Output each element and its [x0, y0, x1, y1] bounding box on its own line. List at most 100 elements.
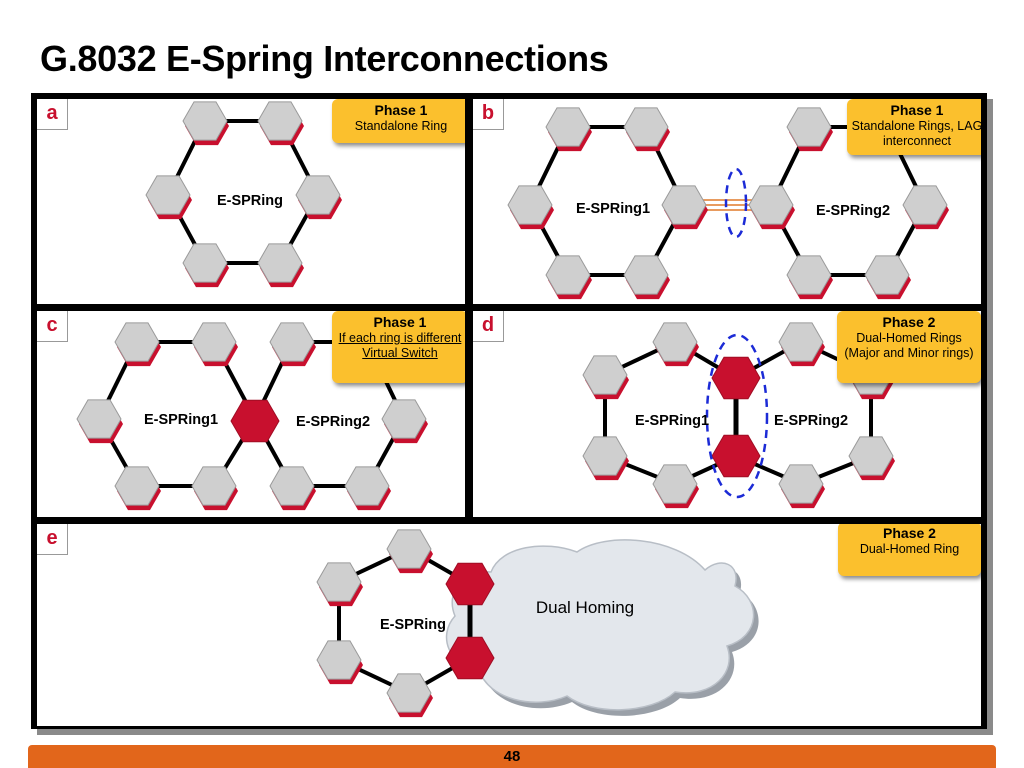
- switch-node: [386, 529, 433, 574]
- phase-callout-e: Phase 2 Dual-Homed Ring: [838, 524, 981, 576]
- phase-label: Phase 1: [374, 102, 428, 118]
- interconnect-highlight: [705, 333, 769, 499]
- phase-label: Phase 1: [373, 314, 427, 330]
- panel-a-diagram: E-SPRing: [145, 101, 342, 288]
- panel-a: E-SPRing a Phase 1 Standalone Ring: [37, 99, 465, 304]
- switch-node: [582, 436, 629, 481]
- phase-description: Standalone Ring: [354, 119, 448, 133]
- node-face: [623, 255, 669, 295]
- panel-letter-c: c: [37, 311, 68, 342]
- switch-node: [76, 399, 123, 444]
- panel-letter-a: a: [37, 99, 68, 130]
- switch-node: [344, 466, 391, 511]
- switch-node: [582, 355, 629, 400]
- phase-label: Phase 2: [883, 525, 936, 541]
- switch-node: [269, 322, 316, 367]
- ring-label: E-SPRing: [217, 193, 283, 209]
- phase-label: Phase 1: [890, 102, 944, 118]
- phase-callout-a: Phase 1 Standalone Ring: [332, 99, 465, 143]
- node-face: [848, 436, 894, 476]
- node-face: [902, 185, 948, 225]
- node-face: [661, 185, 707, 225]
- panel-letter-d: d: [473, 311, 504, 342]
- switch-node: [778, 322, 825, 367]
- panel-c: E-SPRing1 E-SPRing2 c Phase 1 If each rin…: [37, 311, 465, 517]
- node-face: [145, 175, 191, 215]
- switch-node: [652, 322, 699, 367]
- shared-node: [711, 434, 761, 478]
- node-face: [623, 107, 669, 147]
- shared-node: [711, 356, 761, 400]
- node-face: [748, 185, 794, 225]
- dual-homing-cloud: [445, 539, 755, 711]
- panel-letter-b: b: [473, 99, 504, 130]
- ring-label: E-SPRing: [380, 617, 446, 633]
- switch-node: [864, 255, 911, 300]
- phase-description: Dual-Homed Ring: [859, 542, 960, 556]
- switch-node: [191, 322, 238, 367]
- node-face: [778, 464, 824, 504]
- shared-node: [230, 399, 280, 443]
- phase-label: Phase 2: [882, 314, 936, 330]
- node-face: [386, 673, 432, 713]
- phase-callout-b: Phase 1 Standalone Rings, LAG interconne…: [847, 99, 981, 155]
- switch-node: [786, 255, 833, 300]
- node-face: [582, 436, 628, 476]
- node-face: [257, 101, 303, 141]
- switch-node: [114, 466, 161, 511]
- ring-label: E-SPRing1: [144, 412, 218, 428]
- switch-node: [902, 185, 949, 230]
- switch-node: [545, 255, 592, 300]
- node-face: [191, 322, 237, 362]
- node-face: [344, 466, 390, 506]
- ring-label: E-SPRing1: [635, 413, 709, 429]
- page-number: 48: [28, 745, 996, 768]
- switch-node: [623, 107, 670, 152]
- node-face: [191, 466, 237, 506]
- shared-node: [445, 562, 495, 606]
- shared-node: [445, 636, 495, 680]
- switch-node: [786, 107, 833, 152]
- node-face: [316, 562, 362, 602]
- switch-node: [748, 185, 795, 230]
- switch-node: [257, 243, 304, 288]
- node-face: [652, 322, 698, 362]
- phase-description: Dual-Homed Rings (Major and Minor rings): [844, 331, 974, 360]
- switch-node: [182, 101, 229, 146]
- node-face: [114, 322, 160, 362]
- node-face: [864, 255, 910, 295]
- node-face: [269, 466, 315, 506]
- phase-callout-d: Phase 2 Dual-Homed Rings (Major and Mino…: [837, 311, 981, 383]
- ring-label: E-SPRing2: [296, 414, 370, 430]
- switch-node: [257, 101, 304, 146]
- node-face: [545, 255, 591, 295]
- switch-node: [191, 466, 238, 511]
- node-face: [786, 255, 832, 295]
- switch-node: [316, 640, 363, 685]
- node-face: [582, 355, 628, 395]
- switch-node: [652, 464, 699, 509]
- node-face: [76, 399, 122, 439]
- node-face: [778, 322, 824, 362]
- switch-node: [316, 562, 363, 607]
- panel-b: E-SPRing1 E-SPRing2 b Phase 1 Standalone …: [473, 99, 981, 304]
- switch-node: [778, 464, 825, 509]
- switch-node: [623, 255, 670, 300]
- panel-c-diagram: E-SPRing1 E-SPRing2: [76, 322, 428, 511]
- switch-node: [848, 436, 895, 481]
- node-face: [386, 529, 432, 569]
- switch-node: [182, 243, 229, 288]
- ring-label: E-SPRing2: [816, 203, 890, 219]
- switch-node: [269, 466, 316, 511]
- phase-callout-c: Phase 1 If each ring is different Virtua…: [332, 311, 465, 383]
- node-face: [269, 322, 315, 362]
- node-face: [257, 243, 303, 283]
- panel-letter-e: e: [37, 524, 68, 555]
- page-title: G.8032 E-Spring Interconnections: [40, 38, 609, 79]
- switch-node: [381, 399, 428, 444]
- node-face: [786, 107, 832, 147]
- ring-label: E-SPRing1: [576, 201, 650, 217]
- node-face: [381, 399, 427, 439]
